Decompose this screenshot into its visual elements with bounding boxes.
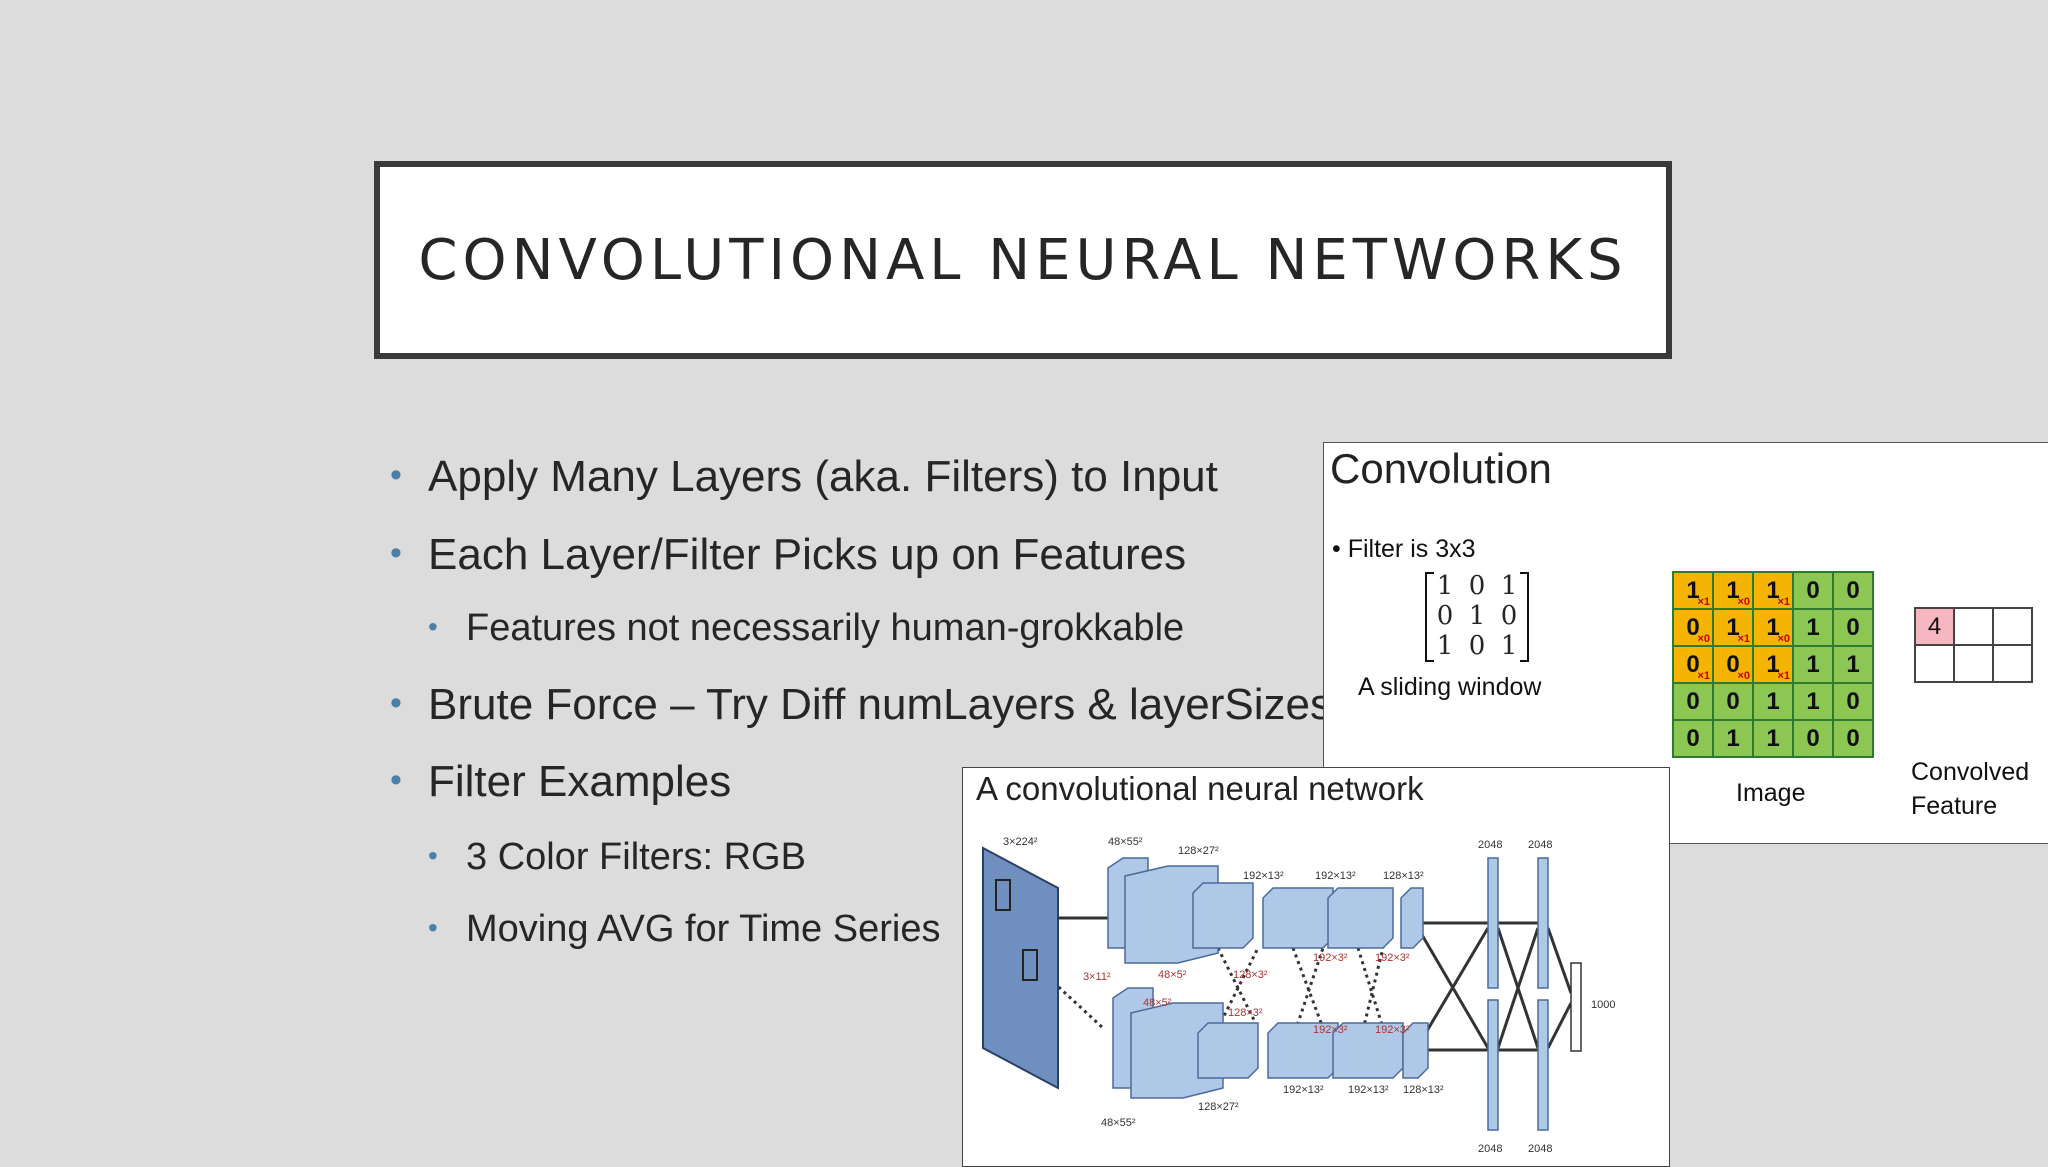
grid-cell: 1 [1832,645,1874,684]
grid-cell: 1 [1752,682,1794,721]
diagram-label: 128×27² [1178,845,1219,857]
diagram-label: 2048 [1478,839,1502,851]
cnn-figure-title: A convolutional neural network [976,770,1424,807]
image-grid: 1×1 1×0 1×1 0 0 0×0 1×1 1×0 1 0 0×1 0×0 … [1672,571,1874,758]
diagram-label: 128×3² [1228,1007,1263,1019]
matrix-cell: 1 [1468,601,1486,631]
diagram-label: 128×13² [1403,1084,1444,1096]
grid-cell: 0 [1712,682,1754,721]
grid-cell: 1×1 [1672,571,1714,610]
feature-cell [1953,607,1994,646]
bullet-dot-icon: • [390,456,402,494]
matrix-cell: 0 [1468,571,1486,601]
diagram-label: 192×3² [1375,1024,1410,1036]
grid-cell: 0 [1672,682,1714,721]
grid-cell: 1 [1792,645,1834,684]
input-volume [982,846,1059,1090]
filter-matrix: 1 0 1 0 1 0 1 0 1 [1424,571,1530,663]
diagram-label: 128×3² [1233,969,1268,981]
grid-cell: 1×0 [1752,608,1794,647]
grid-cell: 0×0 [1672,608,1714,647]
diagram-label: 192×3² [1313,952,1348,964]
convolution-title: Convolution [1330,445,1552,492]
bullet-text: Filter Examples [428,757,732,806]
diagram-label: 128×27² [1198,1101,1239,1113]
slide-title: CONVOLUTIONAL NEURAL NETWORKS [418,227,1628,293]
filter-caption: • Filter is 3x3 [1332,535,1476,563]
matrix-cell: 1 [1436,631,1454,661]
top-conv-layers [1107,857,1549,989]
bullet-list: • Apply Many Layers (aka. Filters) to In… [390,0,1350,1152]
diagram-label: 3×224² [1003,836,1038,848]
grid-cell: 1×1 [1752,645,1794,684]
bullet-dot-icon: • [390,534,402,572]
grid-cell: 1 [1712,719,1754,758]
diagram-label: 3×11² [1083,971,1111,983]
cnn-architecture-figure: A convolutional neural network [962,767,1670,1167]
bullet-text: Brute Force – Try Diff numLayers & layer… [428,680,1332,729]
grid-cell: 0 [1672,719,1714,758]
bottom-conv-layers [1112,987,1549,1131]
feature-cell [1953,644,1994,683]
bullet-dot-icon: • [428,912,438,943]
grid-cell: 0 [1792,719,1834,758]
diagram-label: 48×5² [1158,969,1187,981]
bullet-text: Each Layer/Filter Picks up on Features [428,530,1187,579]
diagram-label: 1000 [1591,999,1615,1011]
diagram-label: 192×3² [1375,952,1410,964]
grid-cell: 0 [1832,719,1874,758]
cnn-diagram: 3×224² 48×55² 128×27² 192×13² 192×13² 12… [982,836,1615,1155]
grid-cell: 0×0 [1712,645,1754,684]
matrix-cell: 0 [1500,601,1518,631]
diagram-label: 192×3² [1313,1024,1348,1036]
output-layer [1570,962,1582,1052]
matrix-brackets [1425,572,1529,662]
matrix-cell: 1 [1436,571,1454,601]
bullet-text: Moving AVG for Time Series [466,908,941,950]
grid-cell: 0 [1832,682,1874,721]
grid-cell: 1×1 [1752,571,1794,610]
grid-cell: 1×0 [1712,571,1754,610]
bullet-dot-icon: • [428,840,438,871]
feature-cell: 4 [1914,607,1955,646]
convolution-figure: Convolution • Filter is 3x3 1 0 1 0 1 0 … [1323,442,2048,844]
grid-cell: 1×1 [1712,608,1754,647]
diagram-label: 128×13² [1383,870,1424,882]
title-box: CONVOLUTIONAL NEURAL NETWORKS [374,161,1672,359]
bullet-text: Features not necessarily human-grokkable [466,607,1185,649]
image-label: Image [1736,779,1806,807]
diagram-label: 192×13² [1283,1084,1324,1096]
feature-cell [1992,607,2033,646]
diagram-label: 48×5² [1143,997,1172,1009]
sliding-window-caption: A sliding window [1358,673,1542,701]
diagram-label: 2048 [1478,1143,1502,1155]
bullet-text: Apply Many Layers (aka. Filters) to Inpu… [428,452,1218,501]
diagram-label: 2048 [1528,839,1552,851]
bullet-dot-icon: • [390,684,402,722]
diagram-label: 192×13² [1348,1084,1389,1096]
diagram-label: 48×55² [1101,1117,1136,1129]
feature-cell [1914,644,1955,683]
bullet-dot-icon: • [390,761,402,799]
grid-cell: 1 [1792,608,1834,647]
grid-cell: 0 [1832,571,1874,610]
bullet-text: 3 Color Filters: RGB [466,836,806,878]
feature-cell [1992,644,2033,683]
grid-cell: 0 [1832,608,1874,647]
convolved-feature-grid: 4 [1914,607,2033,683]
grid-cell: 1 [1752,719,1794,758]
matrix-cell: 0 [1468,631,1486,661]
diagram-label: 192×13² [1243,870,1284,882]
diagram-label: 48×55² [1108,836,1143,848]
grid-cell: 0×1 [1672,645,1714,684]
matrix-cell: 0 [1436,601,1454,631]
diagram-label: 192×13² [1315,870,1356,882]
bullet-dot-icon: • [428,611,438,642]
matrix-cell: 1 [1500,631,1518,661]
diagram-label: 2048 [1528,1143,1552,1155]
convolved-feature-label: Convolved Feature [1911,758,2030,820]
grid-cell: 1 [1792,682,1834,721]
grid-cell: 0 [1792,571,1834,610]
matrix-cell: 1 [1500,571,1518,601]
